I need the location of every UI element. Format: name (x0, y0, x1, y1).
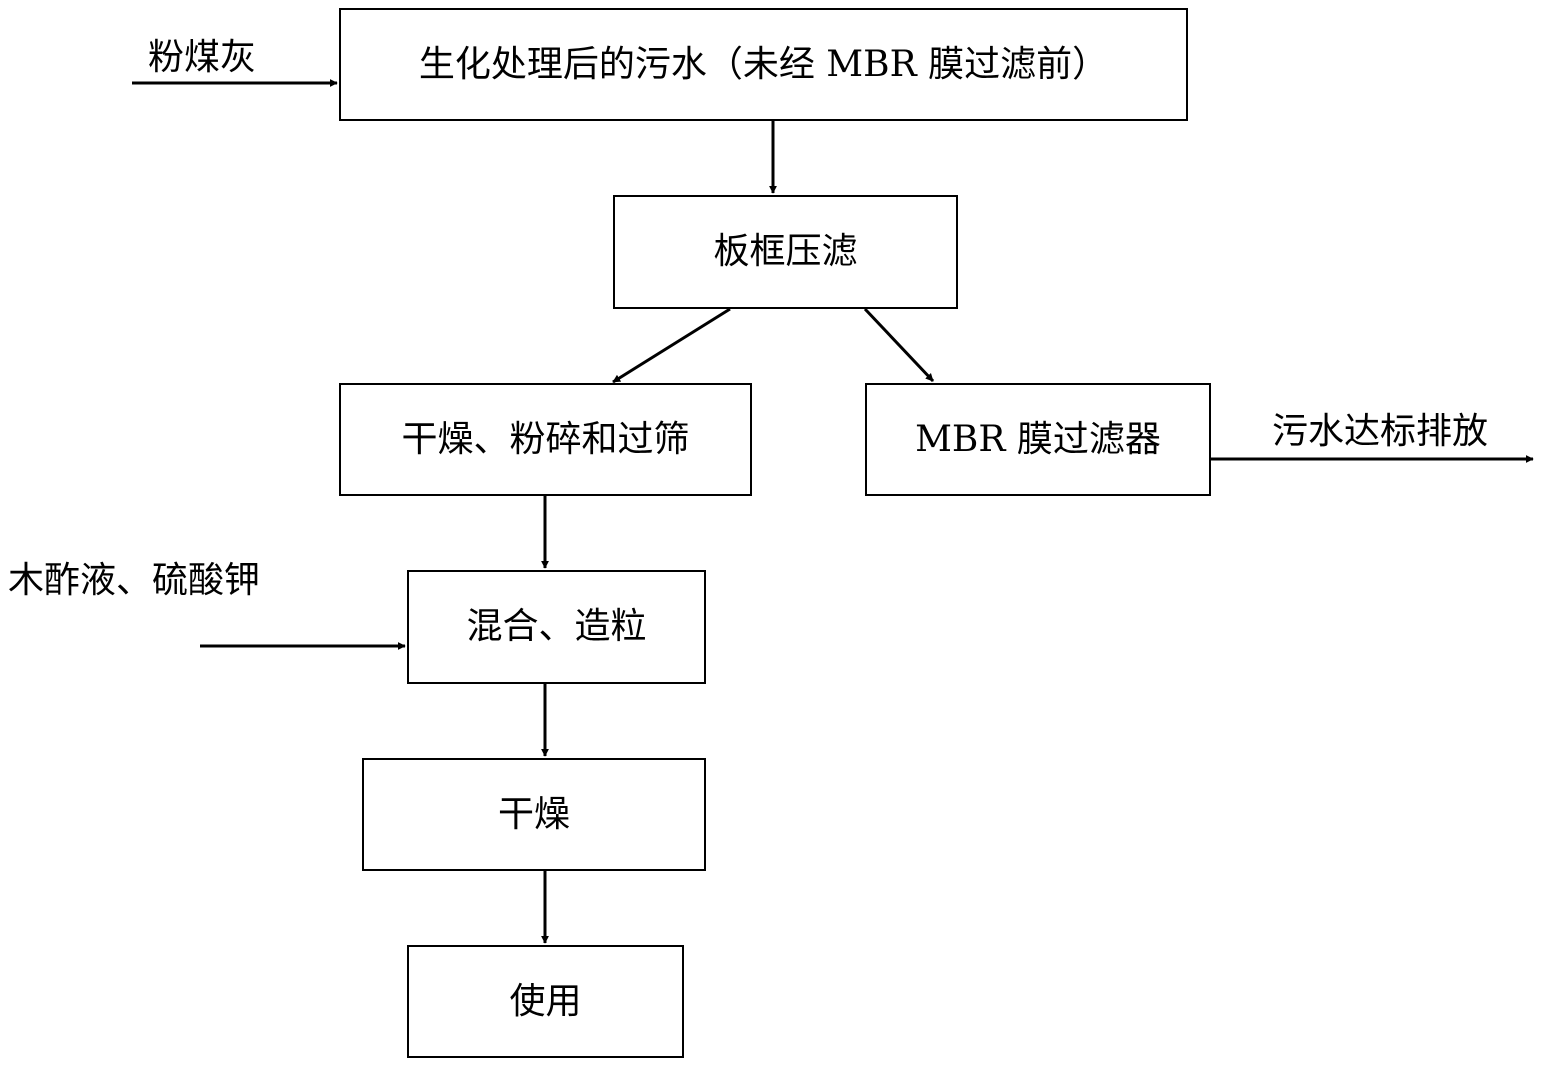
input-fly-ash-label: 粉煤灰 (148, 37, 257, 78)
output-discharge-label: 污水达标排放 (1272, 411, 1489, 452)
node-mbr-label: MBR 膜过滤器 (915, 418, 1161, 460)
node-press-label: 板框压滤 (713, 231, 858, 272)
node-dry-crush-label: 干燥、粉碎和过筛 (401, 418, 690, 460)
node-dry-crush-sieve: 干燥、粉碎和过筛 (339, 383, 752, 496)
node-use-label: 使用 (509, 980, 582, 1022)
node-dry-label: 干燥 (497, 793, 570, 835)
input-vinegar-potassium-label: 木酢液、硫酸钾 (8, 560, 261, 601)
node-mix-granulate: 混合、造粒 (407, 570, 706, 684)
node-use: 使用 (407, 945, 684, 1058)
node-sewage-label: 生化处理后的污水（未经 MBR 膜过滤前） (418, 43, 1109, 85)
node-mbr-filter: MBR 膜过滤器 (865, 383, 1211, 496)
node-sewage-before-mbr: 生化处理后的污水（未经 MBR 膜过滤前） (339, 8, 1188, 121)
arrow-press-to-dry-crush (612, 307, 731, 384)
node-plate-frame-press: 板框压滤 (613, 195, 958, 309)
node-dry: 干燥 (362, 758, 706, 871)
node-mix-label: 混合、造粒 (466, 606, 647, 647)
arrow-press-to-mbr (863, 307, 935, 383)
